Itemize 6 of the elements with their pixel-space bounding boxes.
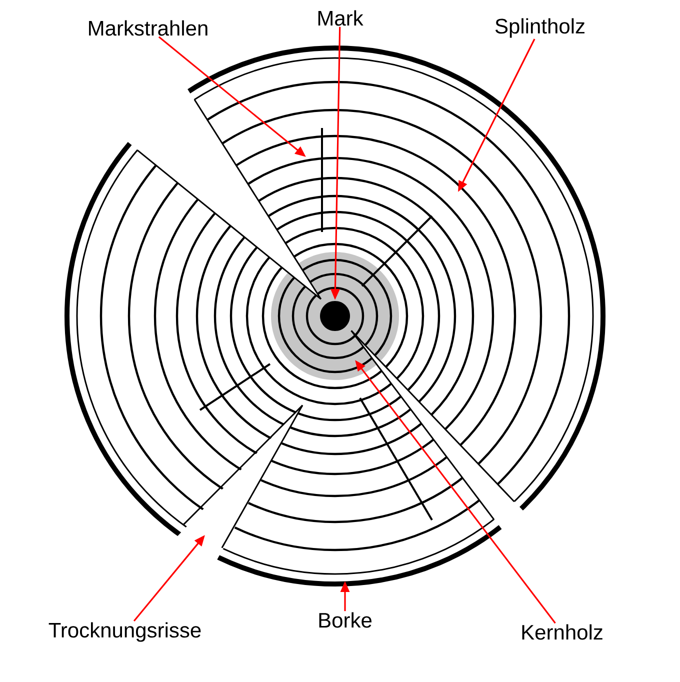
label-text: Markstrahlen [89,20,208,36]
label-text: Trocknungsrisse [48,622,201,642]
label-text: Splintholz [495,18,584,38]
label-text: Borke [319,612,372,628]
label-text: Mark [318,10,364,26]
label-text: Kernholz [522,624,602,640]
